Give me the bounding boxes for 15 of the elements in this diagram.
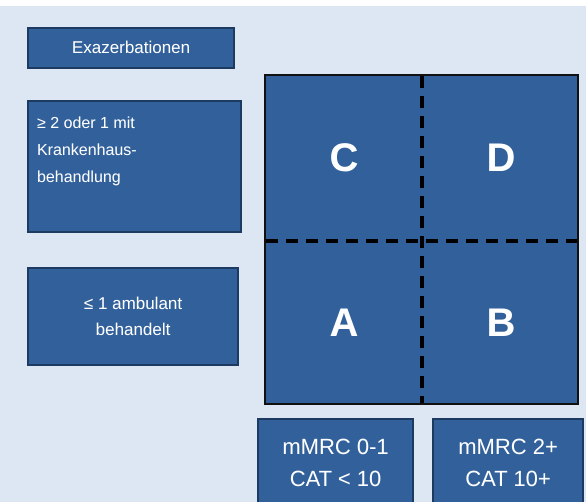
category-box xyxy=(27,100,242,233)
axis-category-box xyxy=(257,418,414,502)
category-box xyxy=(27,267,239,366)
category-label: ≤ 1 ambulant behandelt xyxy=(82,292,184,340)
box-heading: Exazerbationen xyxy=(72,38,190,58)
axis-category-label: mMRC 0-1 CAT < 10 xyxy=(281,433,390,493)
quadrant-letter: C xyxy=(330,136,358,181)
quadrant-letter: A xyxy=(330,301,358,346)
axis-category-label: mMRC 2+ CAT 10+ xyxy=(457,433,559,493)
axis-category-box xyxy=(432,418,584,502)
grid-panel xyxy=(264,74,579,405)
heading-box xyxy=(27,27,235,69)
quadrant-letter: D xyxy=(486,136,516,181)
quadrant-letter: B xyxy=(486,301,516,346)
category-label: ≥ 2 oder 1 mit Krankenhaus-behandlung xyxy=(37,114,138,188)
